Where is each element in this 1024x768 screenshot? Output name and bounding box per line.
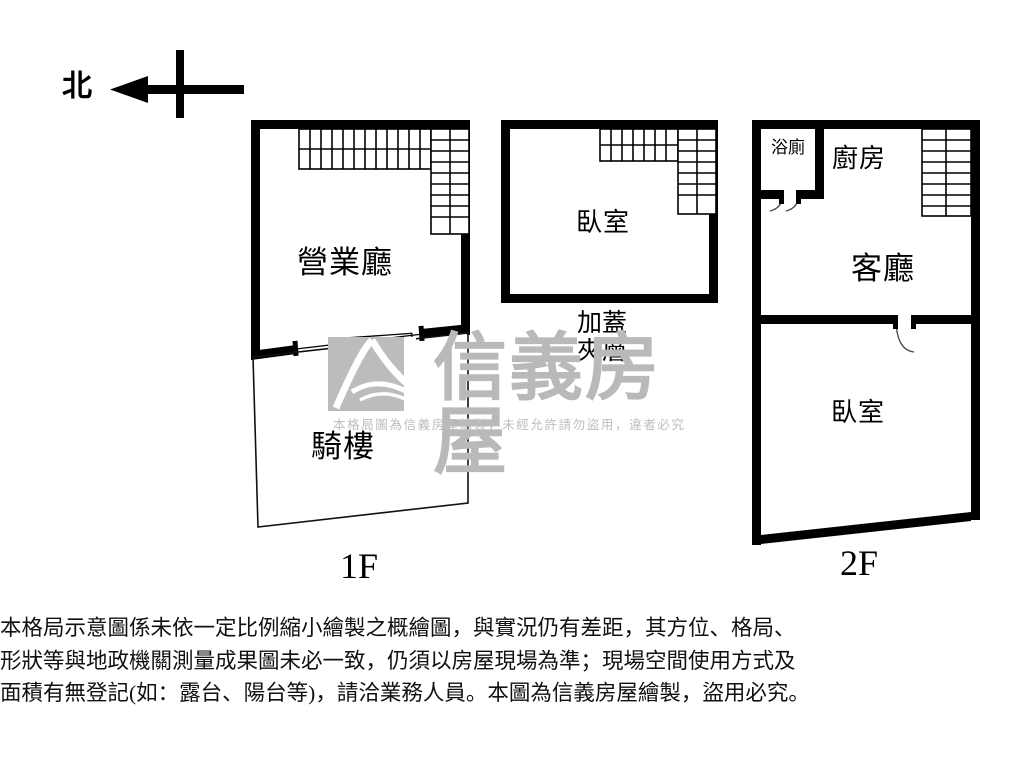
floor-tag-1f: 1F [340, 546, 379, 586]
disclaimer-line-2: 形狀等與地政機關測量成果圖未必一致，仍須以房屋現場為準；現場空間使用方式及 [0, 648, 796, 673]
watermark-logo-icon [328, 337, 416, 411]
room-label-bathroom: 浴廁 [766, 139, 810, 157]
room-label-bathroom-text: 浴廁 [771, 138, 805, 157]
room-label-living-room: 客廳 [851, 251, 915, 286]
2f-bathroom-door-jambs [779, 190, 801, 204]
2f-staircase [921, 128, 972, 217]
room-label-arcade: 騎樓 [311, 429, 375, 464]
disclaimer-line-3: 面積有無登記(如：露台、陽台等)，請洽業務人員。本圖為信義房屋繪製，盜用必究。 [0, 681, 810, 706]
room-label-kitchen: 廚房 [832, 144, 887, 173]
compass-north-arrow-icon [110, 50, 244, 118]
floor-plan-mezzanine [501, 120, 718, 303]
floor-plan-2f [752, 120, 980, 545]
room-label-business-hall: 營業廳 [297, 245, 393, 280]
2f-outer-walls [752, 120, 980, 545]
room-label-2f-bedroom: 臥室 [831, 398, 886, 427]
disclaimer: 本格局示意圖係未依一定比例縮小繪製之概繪圖，與實況仍有差距，其方位、格局、 形狀… [0, 612, 1016, 710]
2f-living-bedroom-partition [752, 315, 973, 324]
2f-bathroom-walls [752, 120, 824, 199]
floor-tag-2f: 2F [840, 543, 879, 583]
mezz-staircase [599, 128, 717, 215]
2f-bedroom-door-jambs [893, 315, 916, 329]
watermark-fineprint: 本格局圖為信義房屋繪製，未經允許請勿盜用，違者必究 [333, 418, 686, 432]
floor-plan-1f [251, 120, 470, 528]
room-label-mezz-bedroom: 臥室 [576, 208, 631, 237]
mezzanine-caption-line2: 夾層 [577, 338, 628, 365]
disclaimer-line-1: 本格局示意圖係未依一定比例縮小繪製之概繪圖，與實況仍有差距，其方位、格局、 [0, 616, 796, 640]
1f-staircase [298, 128, 470, 235]
mezzanine-caption-line1: 加蓋 [577, 310, 628, 337]
mezzanine-caption: 加蓋 夾層 [577, 310, 627, 366]
compass-north-label: 北 [62, 70, 92, 103]
